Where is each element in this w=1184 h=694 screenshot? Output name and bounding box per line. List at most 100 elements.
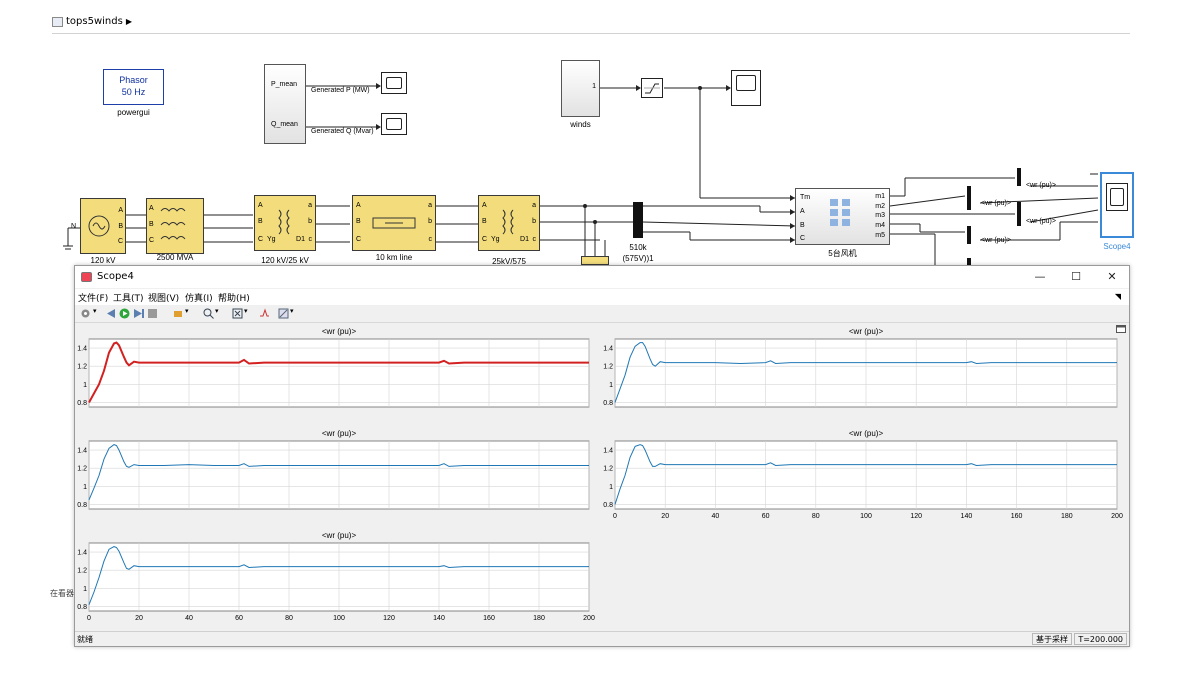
edit-icon[interactable] (278, 308, 289, 319)
t2-port-d1: D1 (296, 236, 305, 243)
wind-farm-block[interactable]: Tm A B C m1 m2 m3 m4 m5 (795, 188, 890, 245)
plot-wr-2[interactable]: <wr (pu)>0.811.21.4 (601, 324, 1129, 424)
step-back-icon[interactable] (105, 308, 116, 319)
stop-icon[interactable] (147, 308, 158, 319)
t3-port-la: a (532, 202, 536, 209)
t2-port-c: C (258, 236, 264, 243)
src-port-b: B (118, 223, 123, 230)
t3-port-lb: b (532, 218, 536, 225)
scope-window[interactable]: Scope4 — ☐ ✕ 文件(F) 工具(T) 视图(V) 仿真(I) 帮助(… (74, 265, 1130, 647)
minimize-button[interactable]: — (1034, 270, 1046, 283)
x-tick-label: 120 (910, 513, 922, 520)
breadcrumb-model-name[interactable]: tops5winds (66, 16, 123, 27)
t3-port-d1: D1 (520, 236, 529, 243)
transformer-caption: 2500 MVA (156, 253, 194, 262)
line-port-b: B (356, 218, 361, 225)
transformer-icon (502, 209, 514, 235)
zoom-icon[interactable] (203, 308, 214, 319)
triggers-icon[interactable] (259, 308, 270, 319)
menu-view[interactable]: 视图(V) (148, 294, 180, 304)
series-line (88, 341, 589, 403)
powergui-frequency: 50 Hz (121, 87, 146, 97)
t3-port-lc: c (532, 236, 537, 243)
highlight-icon[interactable] (173, 308, 184, 319)
settings-dropdown-icon[interactable]: ▾ (93, 307, 97, 315)
scope-titlebar[interactable]: Scope4 — ☐ ✕ (75, 266, 1129, 288)
edit-dropdown-icon[interactable]: ▾ (290, 307, 294, 315)
breadcrumb-divider (52, 33, 1130, 34)
step-forward-icon[interactable] (133, 308, 144, 319)
run-icon[interactable] (119, 308, 130, 319)
y-tick-label: 1 (609, 484, 613, 491)
three-phase-source[interactable]: N A B C (71, 198, 126, 254)
menu-help[interactable]: 帮助(H) (218, 294, 250, 304)
autoscale-dropdown-icon[interactable]: ▾ (244, 307, 248, 315)
t2-port-lc: c (308, 236, 313, 243)
pq-mean-block[interactable]: P_mean Q_mean (264, 64, 306, 144)
saturation-icon[interactable] (641, 78, 663, 98)
matlab-app-icon (81, 272, 92, 282)
y-tick-label: 1.4 (603, 346, 613, 353)
y-tick-label: 1 (83, 484, 87, 491)
menu-simulation[interactable]: 仿真(I) (185, 294, 213, 304)
close-button[interactable]: ✕ (1107, 270, 1117, 283)
series-line (614, 444, 1117, 505)
plot-wr-3[interactable]: <wr (pu)>0.811.21.4 (75, 426, 601, 526)
side-clipped-text: 在看器 (50, 589, 74, 598)
transformer-25kv-575[interactable]: A B C Yg D1 a b c (478, 195, 540, 251)
y-tick-label: 1.4 (603, 448, 613, 455)
x-tick-label: 40 (712, 513, 720, 520)
powergui-block[interactable]: Phasor 50 Hz (103, 69, 164, 105)
zoom-dropdown-icon[interactable]: ▾ (215, 307, 219, 315)
status-ready: 就绪 (77, 635, 93, 644)
source-caption: 120 kV (90, 256, 116, 265)
load-block[interactable] (581, 256, 609, 265)
line-port-la: a (428, 202, 432, 209)
trafo2-caption: 120 kV/25 kV (261, 256, 309, 265)
y-tick-label: 0.8 (77, 400, 87, 407)
x-tick-label: 60 (762, 513, 770, 520)
plot-wr-1[interactable]: <wr (pu)>0.811.21.4 (75, 324, 601, 424)
line-10km[interactable]: A B C a b c (352, 195, 436, 251)
transformer-icon (278, 209, 290, 235)
plot-undock-icon[interactable] (1116, 325, 1126, 333)
plot-title: <wr (pu)> (849, 429, 884, 438)
transformer-2500mva[interactable]: A B C (146, 198, 204, 254)
src-port-c: C (117, 238, 123, 245)
status-bar: 就绪 基于采样 T=200.000 (75, 631, 1129, 646)
model-wiring (63, 83, 1099, 268)
x-tick-label: 140 (961, 513, 973, 520)
winds-block[interactable]: 1 (561, 60, 600, 117)
x-tick-label: 120 (383, 615, 395, 622)
winds-port: 1 (592, 83, 596, 90)
highlight-dropdown-icon[interactable]: ▾ (185, 307, 189, 315)
x-tick-label: 200 (1111, 513, 1123, 520)
plot-title: <wr (pu)> (849, 327, 884, 336)
transformer-120-25[interactable]: A B C Yg D1 a b c (254, 195, 316, 251)
maximize-button[interactable]: ☐ (1071, 270, 1081, 283)
line-port-c: C (356, 236, 362, 243)
powergui-caption: powergui (117, 108, 150, 117)
wf-in-c: C (800, 235, 806, 242)
menubar-dock-icon[interactable]: ◥ (1114, 292, 1121, 301)
scope-q-icon[interactable] (381, 113, 407, 135)
menu-tools[interactable]: 工具(T) (113, 294, 144, 304)
line-caption: 10 km line (375, 253, 413, 262)
breadcrumb-arrow-icon[interactable]: ▶ (125, 17, 132, 26)
breadcrumb[interactable]: tops5winds ▶ (52, 16, 132, 27)
x-tick-label: 40 (185, 615, 193, 622)
y-tick-label: 1.2 (603, 466, 613, 473)
wf-in-tm: Tm (800, 194, 811, 201)
autoscale-icon[interactable] (232, 308, 243, 319)
winds-caption: winds (570, 120, 591, 129)
x-tick-label: 60 (235, 615, 243, 622)
x-tick-label: 80 (285, 615, 293, 622)
settings-gear-icon[interactable] (80, 308, 91, 319)
scope4-block[interactable] (1100, 172, 1134, 238)
menu-file[interactable]: 文件(F) (78, 294, 109, 304)
powergui-mode: Phasor (119, 75, 148, 85)
scope-winds-icon[interactable] (731, 70, 761, 106)
scope-p-icon[interactable] (381, 72, 407, 94)
